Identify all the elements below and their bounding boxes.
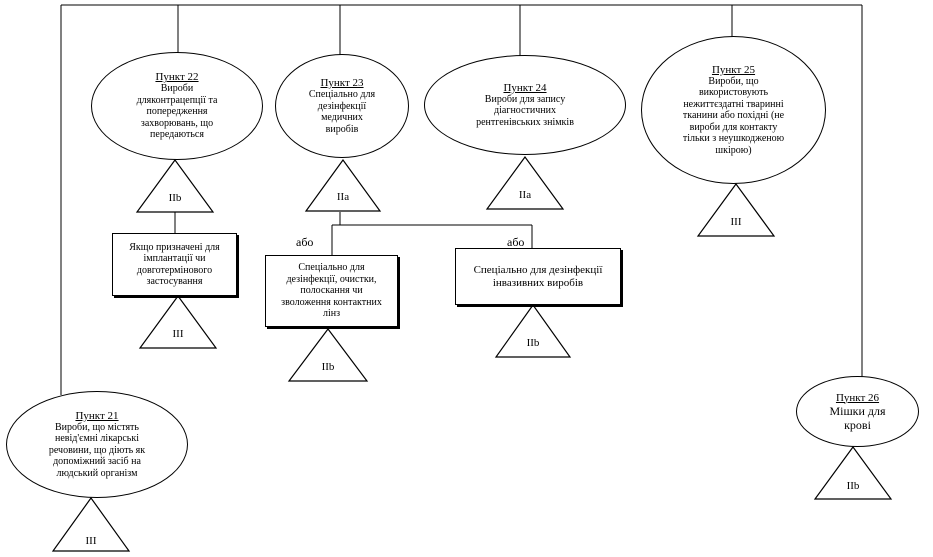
item-26-ellipse: Пункт 26 Мішки для крові (796, 376, 919, 447)
implant-line: довготермінового (136, 264, 213, 276)
p21-class-triangle (51, 496, 131, 552)
or-label-left: або (296, 235, 314, 249)
contact-lens-box: Спеціально для дезінфекції, очистки, пол… (265, 255, 398, 327)
invasive-devices-box: Спеціально для дезінфекції інвазивних ви… (455, 248, 621, 305)
lens-class-triangle (287, 328, 369, 382)
item-22-line: попередження (146, 106, 208, 118)
implant-condition-box: Якщо призначені для імплантації чи довго… (112, 233, 237, 296)
item-21-title: Пункт 21 (75, 409, 119, 422)
item-22-line: передаються (150, 129, 204, 141)
p21-class-label: III (85, 535, 97, 547)
item-22-line: Вироби (160, 83, 194, 95)
item-26-line: Мішки для (829, 403, 886, 418)
item-24-line: Вироби для запису (484, 93, 566, 105)
p23-class-triangle (304, 158, 382, 212)
lens-line: полоскання чи (300, 285, 363, 297)
item-22-line: дляконтрацепції та (136, 94, 218, 106)
item-25-line: нежиттєздатні тваринні (683, 98, 784, 110)
implant-line: імплантації чи (143, 253, 206, 264)
item-24-title: Пункт 24 (503, 81, 547, 94)
item-25-line: шкірою) (715, 144, 752, 156)
p24-class-label: IIa (518, 189, 532, 201)
item-22-ellipse: Пункт 22 Вироби дляконтрацепції та попер… (91, 52, 263, 160)
invasive-line: Спеціально для дезінфекції (473, 263, 603, 276)
item-21-ellipse: Пункт 21 Вироби, що містять невід'ємні л… (6, 391, 188, 498)
item-23-line: медичних (321, 112, 363, 123)
implant-class-label: III (172, 328, 184, 340)
item-25-line: тканини або похідні (не (682, 110, 785, 122)
lens-line: дезінфекції, очистки, (286, 273, 377, 285)
item-21-line: речовини, що діють як (48, 444, 146, 456)
lens-line: зволоження контактних (281, 296, 382, 308)
lens-line: Спеціально для (298, 262, 365, 274)
p26-class-label: IIb (846, 480, 860, 492)
item-25-ellipse: Пункт 25 Вироби, що використовують нежит… (641, 36, 826, 184)
item-23-ellipse: Пункт 23 Спеціально для дезінфекції меди… (275, 54, 409, 158)
or-label-right: або (507, 235, 525, 249)
item-25-line: вироби для контакту (689, 121, 778, 133)
item-22-line: захворювань, що (140, 117, 214, 129)
implant-line: Якщо призначені для (129, 241, 220, 253)
item-24-ellipse: Пункт 24 Вироби для запису діагностичних… (424, 55, 626, 155)
invasive-class-label: IIb (526, 337, 540, 349)
item-23-line: дезінфекції (317, 100, 367, 112)
item-21-line: Вироби, що містять (55, 421, 139, 433)
item-21-line: невід'ємні лікарські (55, 433, 139, 445)
lens-class-label: IIb (321, 361, 335, 373)
p23-class-label: IIa (336, 191, 350, 203)
item-25-title: Пункт 25 (711, 63, 756, 76)
lens-line: лінз (322, 308, 341, 320)
item-25-line: Вироби, що (708, 75, 759, 87)
item-26-title: Пункт 26 (835, 391, 880, 404)
invasive-line: інвазивних виробів (492, 276, 584, 289)
p25-class-triangle (696, 182, 776, 237)
implant-line: застосування (146, 276, 203, 287)
p22-class-triangle (135, 158, 215, 213)
item-21-line: людський організм (56, 467, 138, 479)
item-23-title: Пункт 23 (320, 77, 364, 89)
item-24-line: рентгенівських знімків (476, 116, 574, 128)
item-23-line: виробів (325, 123, 359, 135)
p24-class-triangle (485, 155, 565, 210)
p25-class-label: III (730, 216, 742, 228)
item-21-line: допоміжний засіб на (53, 456, 141, 468)
p26-class-triangle (813, 445, 893, 500)
item-24-line: діагностичних (494, 105, 556, 117)
item-25-line: використовують (698, 87, 769, 99)
invasive-class-triangle (494, 303, 572, 358)
item-25-line: тільки з неушкодженою (682, 133, 785, 145)
p22-class-label: IIb (168, 192, 182, 204)
implant-class-triangle (138, 294, 218, 349)
item-26-line: крові (844, 417, 871, 432)
item-23-line: Спеціально для (308, 89, 376, 100)
item-22-title: Пункт 22 (155, 71, 199, 84)
